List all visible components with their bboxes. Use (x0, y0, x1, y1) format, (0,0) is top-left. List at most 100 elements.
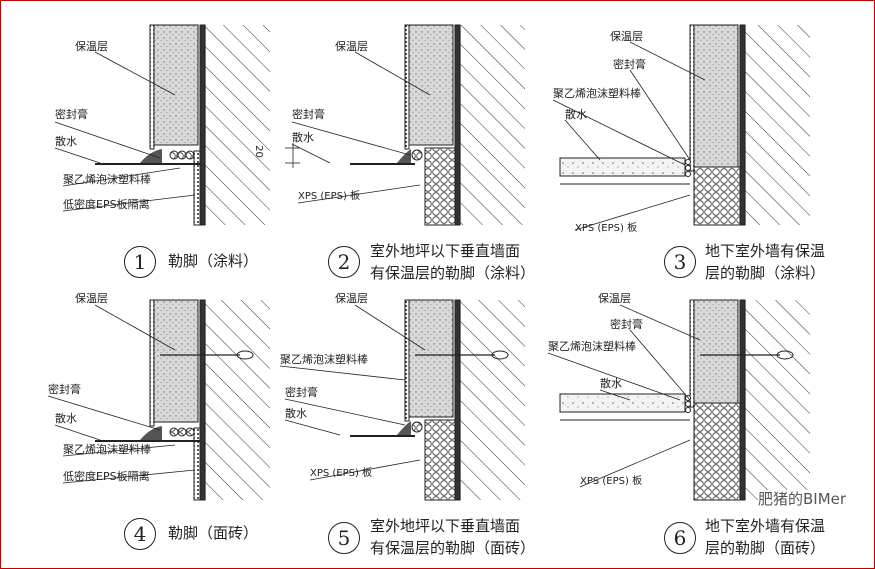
leader-line (291, 121, 411, 156)
leader-line (309, 459, 421, 481)
concrete-apron (559, 393, 686, 413)
leader-line (579, 439, 691, 488)
leader-line (284, 419, 341, 436)
label-apron: 散水 (285, 407, 307, 420)
insulation-board (153, 299, 199, 423)
label-apron: 散水 (600, 377, 622, 390)
apron-line (350, 163, 415, 165)
insulation-board (693, 24, 739, 168)
leader-line (284, 398, 406, 426)
detail-number: 3 (664, 246, 696, 278)
wall-plaster (454, 299, 461, 501)
label-xps-board: XPS (EPS) 板 (580, 476, 643, 487)
leader-line (62, 194, 196, 212)
label-sealant: 密封膏 (48, 383, 81, 396)
label-apron: 散水 (55, 412, 77, 425)
leader-line (574, 194, 691, 231)
detail-number: 4 (124, 518, 156, 550)
leader-line (62, 469, 196, 484)
apron-line (95, 440, 200, 442)
leader-line (629, 329, 691, 401)
sealant (397, 149, 411, 163)
masonry-wall (205, 25, 270, 225)
foam-rod (177, 427, 187, 437)
detail-number: 6 (664, 522, 696, 554)
leader-line (619, 304, 701, 341)
label-sealant: 密封膏 (55, 108, 88, 121)
label-insulation: 保温层 (75, 292, 108, 305)
eps-isolation-strip (193, 427, 201, 501)
leader-line (94, 51, 176, 96)
render-layer (404, 24, 410, 150)
detail-title-line1: 地下室外墙有保温 (705, 517, 826, 535)
sealant (397, 421, 411, 435)
leader-line (62, 167, 181, 187)
label-sealant: 密封膏 (610, 318, 643, 331)
xps-board (424, 147, 456, 226)
label-sealant: 密封膏 (292, 108, 325, 121)
detail-number: 2 (328, 246, 360, 278)
detail-number: 1 (124, 246, 156, 278)
sealant (140, 149, 162, 163)
leader-line (47, 395, 161, 431)
detail-title-line2: 有保温层的勒脚（涂料） (370, 264, 536, 282)
render-layer (404, 299, 410, 422)
dimension-20: 20 (252, 145, 264, 158)
leader-line (354, 51, 431, 96)
anchor-head (236, 350, 254, 360)
detail-title-line1: 地下室外墙有保温 (705, 242, 826, 260)
label-sealant: 密封膏 (285, 386, 318, 399)
leader-line (62, 444, 176, 457)
xps-board (693, 166, 741, 226)
foam-rod (169, 150, 179, 160)
leader-line (599, 389, 631, 401)
render-layer (149, 299, 155, 427)
insulation-board (153, 24, 199, 146)
xps-board (693, 402, 741, 501)
foam-rod (411, 149, 423, 161)
foam-rod (685, 159, 691, 165)
leader-line (564, 119, 601, 161)
detail-title: 勒脚（涂料） (168, 252, 259, 270)
label-insulation: 保温层 (610, 30, 643, 43)
label-pe-rod: 聚乙烯泡沫塑料棒 (63, 443, 151, 456)
label-apron: 散水 (55, 135, 77, 148)
leader-line (54, 121, 161, 159)
wall-plaster (454, 24, 461, 226)
xps-board (424, 419, 456, 501)
masonry-wall (745, 25, 810, 225)
foam-rod (185, 427, 195, 437)
label-eps-isolation: 低密度EPS板隔离 (63, 470, 150, 483)
foam-rod (685, 401, 691, 407)
masonry-wall (460, 300, 525, 500)
render-layer (149, 24, 155, 150)
foam-rod (185, 150, 195, 160)
leader-line (54, 147, 101, 164)
detail-title-line1: 室外地坪以下垂直墙面 (370, 517, 521, 535)
label-xps-board: XPS (EPS) 板 (575, 223, 638, 234)
label-insulation: 保温层 (75, 40, 108, 53)
detail-title: 勒脚（面砖） (168, 524, 259, 542)
label-insulation: 保温层 (335, 40, 368, 53)
leader-line (54, 424, 101, 441)
apron-line (95, 163, 200, 165)
masonry-wall (745, 300, 810, 500)
leader-line (552, 99, 686, 166)
leader-line (291, 143, 331, 164)
masonry-wall (460, 25, 525, 225)
label-xps-board: XPS (EPS) 板 (310, 468, 373, 479)
foam-rod (411, 421, 423, 433)
foam-rod (177, 150, 187, 160)
watermark: 肥猪的BIMer (758, 490, 847, 508)
leader-line (94, 304, 176, 351)
leader-line (279, 365, 406, 381)
label-sealant: 密封膏 (613, 58, 646, 71)
label-eps-isolation: 低密度EPS板隔离 (63, 198, 150, 211)
detail-title-line1: 室外地坪以下垂直墙面 (370, 242, 521, 260)
foam-rod (685, 407, 691, 413)
anchor-head (776, 350, 794, 360)
detail-title-line2: 有保温层的勒脚（面砖） (370, 539, 536, 557)
render-layer (689, 24, 695, 172)
label-insulation: 保温层 (598, 292, 631, 305)
